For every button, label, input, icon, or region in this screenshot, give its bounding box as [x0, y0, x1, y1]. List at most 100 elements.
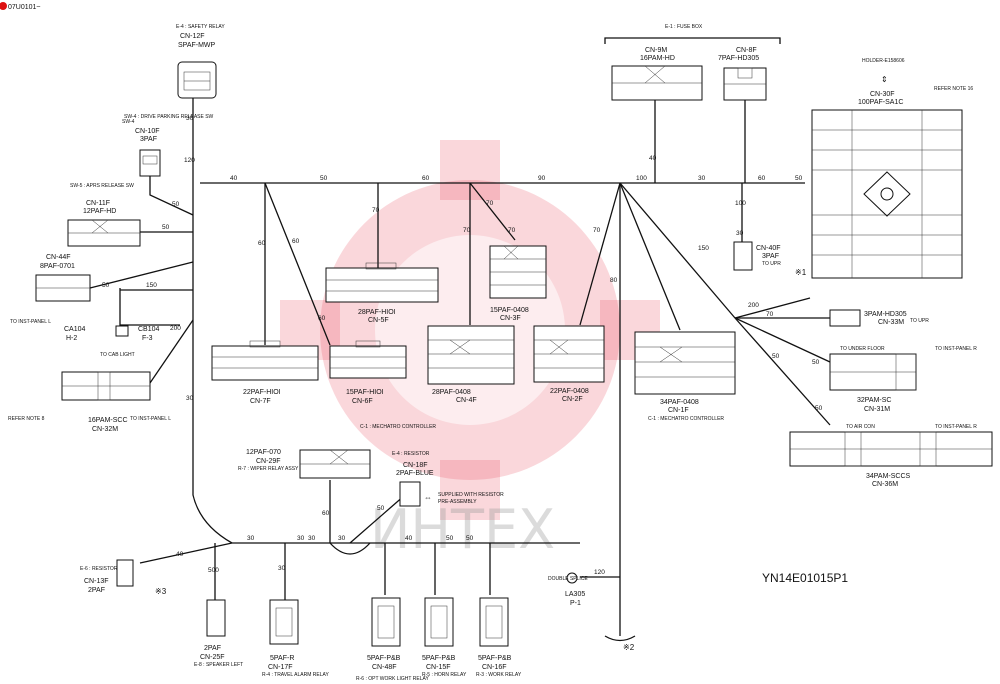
connector-cb104: CB104 F-3 TO CAB LIGHT	[100, 326, 160, 358]
svg-text:70: 70	[486, 200, 494, 207]
svg-text:150: 150	[698, 245, 709, 252]
svg-text:40: 40	[230, 175, 238, 182]
connector-cn18f: E-4 : RESISTOR CN-18F 2PAF-BLUE ⇔ SUPPLI…	[392, 451, 504, 507]
svg-text:CN-1F: CN-1F	[668, 407, 689, 414]
connector-cn32m: REFER NOTE 8 16PAM-SCC CN-32M TO INST-PA…	[8, 371, 171, 433]
connector-cn29f: 12PAF-070 CN-29F R-7 : WIPER RELAY ASSY	[238, 449, 371, 479]
connector-cn10f: SW-4 : DRIVE PARKING RELEASE SW SW-4 CN-…	[122, 114, 214, 177]
svg-text:TO UPR: TO UPR	[762, 261, 781, 267]
svg-text:50: 50	[795, 175, 803, 182]
svg-text:REFER NOTE 8: REFER NOTE 8	[8, 416, 45, 422]
svg-text:7PAF-HD305: 7PAF-HD305	[718, 55, 759, 62]
svg-text:5PAF-P&B: 5PAF-P&B	[422, 655, 456, 662]
svg-text:40: 40	[176, 551, 184, 558]
connector-cn3f: 15PAF-0408 CN-3F	[489, 245, 547, 322]
svg-text:50: 50	[446, 535, 454, 542]
svg-text:H-2: H-2	[66, 335, 77, 342]
wire-length-labels: 40 50 60 90 100 30 60 50 30 120 50 50 15…	[102, 115, 823, 576]
svg-text:LA305: LA305	[565, 591, 585, 598]
svg-text:150: 150	[146, 282, 157, 289]
svg-text:CN-9M: CN-9M	[645, 47, 667, 54]
connector-cn16f: 5PAF-P&B CN-16F R-3 : WORK RELAY	[476, 597, 522, 678]
svg-text:E-8 : SPEAKER LEFT: E-8 : SPEAKER LEFT	[194, 662, 243, 668]
svg-text:R-3 : WORK RELAY: R-3 : WORK RELAY	[476, 672, 522, 678]
svg-text:60: 60	[318, 315, 326, 322]
svg-text:16PAM-SCC: 16PAM-SCC	[88, 417, 128, 424]
svg-text:TO INST-PANEL L: TO INST-PANEL L	[10, 319, 51, 325]
svg-text:30: 30	[736, 230, 744, 237]
svg-text:32PAM-SC: 32PAM-SC	[857, 397, 892, 404]
svg-text:2PAF-BLUE: 2PAF-BLUE	[396, 470, 434, 477]
svg-text:34PAF-0408: 34PAF-0408	[660, 399, 699, 406]
connector-cn15f: 5PAF-P&B CN-15F R-5 : HORN RELAY	[422, 597, 467, 678]
svg-text:30: 30	[186, 395, 194, 402]
svg-text:CN-33M: CN-33M	[878, 319, 904, 326]
drawing-code: YN14E01015P1	[762, 571, 848, 585]
svg-text:200: 200	[748, 302, 759, 309]
svg-text:TO CAB LIGHT: TO CAB LIGHT	[100, 352, 135, 358]
svg-text:CN-18F: CN-18F	[403, 462, 428, 469]
svg-text:REFER NOTE 16: REFER NOTE 16	[934, 86, 973, 92]
svg-text:SW-5 : APRS RELEASE SW: SW-5 : APRS RELEASE SW	[70, 183, 134, 189]
svg-text:3PAM-HD305: 3PAM-HD305	[864, 311, 907, 318]
svg-text:12PAF-070: 12PAF-070	[246, 449, 281, 456]
note-mark-2: ※2	[623, 643, 635, 652]
watermark-text: ИНТЕХ	[370, 498, 555, 561]
svg-text:CN-12F: CN-12F	[180, 33, 205, 40]
svg-text:200: 200	[170, 325, 181, 332]
svg-text:SW-4: SW-4	[122, 119, 135, 125]
svg-text:R-4 : TRAVEL ALARM RELAY: R-4 : TRAVEL ALARM RELAY	[262, 672, 329, 678]
svg-text:5PAF-P&B: 5PAF-P&B	[367, 655, 401, 662]
svg-text:3PAF: 3PAF	[762, 253, 779, 260]
connector-cn1f: 34PAF-0408 CN-1F C-1 : MECHATRO CONTROLL…	[634, 331, 736, 422]
svg-text:R-5 : HORN RELAY: R-5 : HORN RELAY	[422, 672, 467, 678]
svg-text:TO INST-PANEL R: TO INST-PANEL R	[935, 346, 977, 352]
svg-text:CN-44F: CN-44F	[46, 254, 71, 261]
svg-text:15PAF-0408: 15PAF-0408	[490, 307, 529, 314]
svg-text:50: 50	[815, 405, 823, 412]
svg-text:SUPPLIED WITH RESISTOR: SUPPLIED WITH RESISTOR	[438, 492, 504, 498]
svg-text:30: 30	[247, 535, 255, 542]
svg-text:500: 500	[208, 567, 219, 574]
connector-cn4f: 28PAF-0408 CN-4F	[427, 325, 515, 404]
svg-text:50: 50	[172, 201, 180, 208]
svg-text:CN-40F: CN-40F	[756, 245, 781, 252]
arrow-left-right-icon: ⇔	[424, 493, 432, 502]
connector-cn9m: CN-9M 16PAM-HD	[611, 47, 703, 101]
svg-text:120: 120	[594, 569, 605, 576]
svg-text:15PAF-HIOI: 15PAF-HIOI	[346, 389, 384, 396]
svg-text:70: 70	[372, 207, 380, 214]
svg-text:R-7 : WIPER RELAY ASSY: R-7 : WIPER RELAY ASSY	[238, 466, 299, 472]
svg-text:34PAM-SCCS: 34PAM-SCCS	[866, 473, 911, 480]
connector-cn11f: SW-5 : APRS RELEASE SW CN-11F 12PAF-HD	[67, 183, 141, 247]
svg-text:60: 60	[758, 175, 766, 182]
svg-text:100: 100	[735, 200, 746, 207]
svg-text:CN-7F: CN-7F	[250, 398, 271, 405]
svg-text:50: 50	[377, 505, 385, 512]
svg-text:HOLDER-E158606: HOLDER-E158606	[862, 58, 905, 64]
svg-text:50: 50	[320, 175, 328, 182]
connector-cn6f: 15PAF-HIOI CN-6F	[329, 340, 407, 405]
svg-text:DOUBLE SPLICE: DOUBLE SPLICE	[548, 576, 588, 582]
svg-text:22PAF-HIOI: 22PAF-HIOI	[243, 389, 281, 396]
svg-text:TO INST-PANEL R: TO INST-PANEL R	[935, 424, 977, 430]
svg-text:40: 40	[649, 155, 657, 162]
wire-harness	[89, 95, 831, 642]
svg-text:70: 70	[463, 227, 471, 234]
svg-text:E-4 : RESISTOR: E-4 : RESISTOR	[392, 451, 430, 457]
connector-ca104: TO INST-PANEL L CA104 H-2	[10, 319, 129, 342]
svg-text:TO AIR CON: TO AIR CON	[846, 424, 875, 430]
connector-cn2f: 22PAF-0408 CN-2F	[533, 325, 605, 403]
svg-text:30: 30	[186, 115, 194, 122]
svg-text:60: 60	[322, 510, 330, 517]
svg-text:E-6 : RESISTOR: E-6 : RESISTOR	[80, 566, 118, 572]
connector-cn33m: 3PAM-HD305 CN-33M TO UPR	[829, 309, 929, 327]
svg-text:TO INST-PANEL L: TO INST-PANEL L	[130, 416, 171, 422]
connector-cn44f: CN-44F 8PAF-0701	[35, 254, 91, 302]
connector-cn7f: 22PAF-HIOI CN-7F	[211, 340, 319, 405]
svg-text:C-1 : MECHATRO CONTROLLER: C-1 : MECHATRO CONTROLLER	[648, 416, 724, 422]
svg-text:30: 30	[308, 535, 316, 542]
svg-text:CN-36M: CN-36M	[872, 481, 898, 488]
svg-text:22PAF-0408: 22PAF-0408	[550, 388, 589, 395]
